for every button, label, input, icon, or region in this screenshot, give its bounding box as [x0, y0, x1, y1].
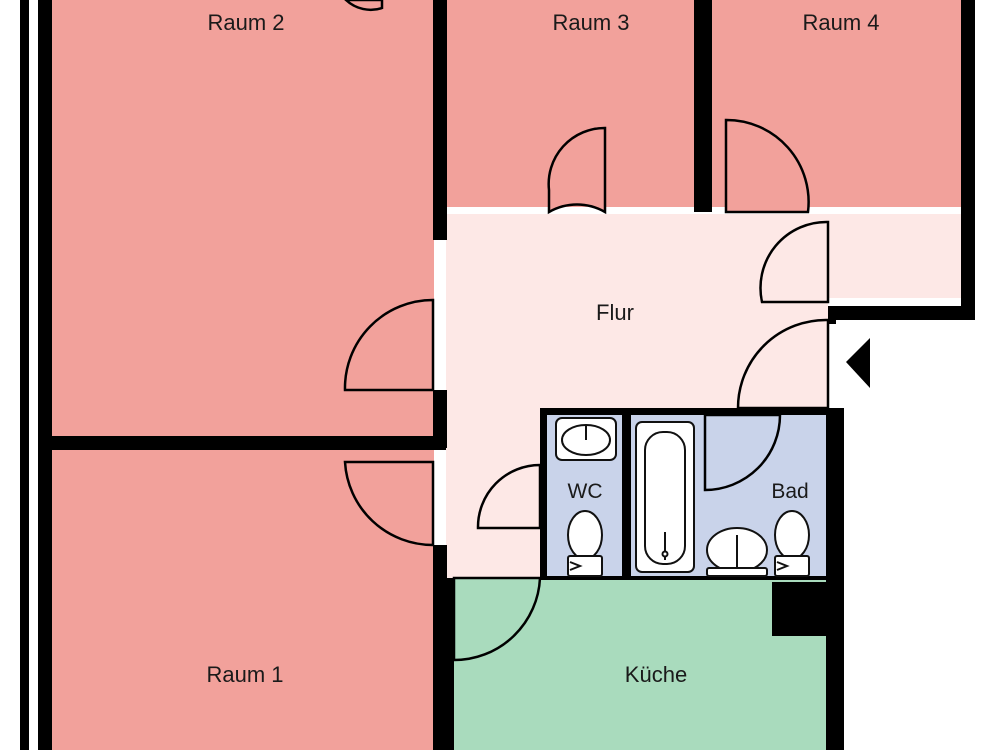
wall-wc-bad [622, 408, 631, 580]
shaft-block [772, 582, 828, 636]
wall-raum4-east [961, 0, 975, 320]
wall-raum2-raum1 [52, 436, 446, 450]
doors [343, 0, 830, 662]
door-raum1 [343, 460, 435, 547]
wall-wet-west [540, 408, 547, 580]
west-exterior-wall [20, 0, 52, 750]
wall-flur-east-top [828, 306, 975, 320]
entrance-arrow-icon [846, 338, 870, 388]
door-raum4 [724, 118, 810, 214]
door-raum3 [547, 126, 607, 215]
wall-wet-top [540, 408, 844, 415]
label-wc: WC [568, 480, 603, 503]
wall-corridor-west-mid [433, 390, 447, 448]
door-raum2 [343, 298, 435, 392]
label-flur: Flur [596, 300, 634, 325]
door-kueche [452, 576, 542, 662]
door-bad [703, 413, 782, 492]
wc-toilet-icon [567, 510, 603, 577]
bathtub-icon [635, 421, 695, 573]
label-raum3: Raum 3 [552, 10, 629, 35]
fixtures [555, 417, 810, 577]
door-entrance [759, 220, 830, 304]
wall-wet-bottom [540, 576, 844, 580]
label-raum4: Raum 4 [802, 10, 879, 35]
door-raum2-top [344, 0, 384, 12]
bad-toilet-icon [774, 510, 810, 577]
walls [52, 0, 975, 750]
label-raum2: Raum 2 [207, 10, 284, 35]
wc-washbasin-icon [555, 417, 617, 461]
label-bad: Bad [771, 480, 808, 503]
wall-corridor-west-lower [433, 545, 447, 750]
label-kueche: Küche [625, 662, 687, 687]
wall-entrance-jamb [828, 306, 836, 324]
wall-corridor-west-upper [433, 0, 447, 240]
wall-kueche-west [447, 578, 454, 750]
bad-washbasin-icon [706, 527, 768, 577]
door-corridor-east [736, 318, 830, 410]
label-raum1: Raum 1 [206, 662, 283, 687]
door-wc [476, 463, 542, 530]
room-flur-fill [446, 214, 961, 578]
wall-raum3-raum4 [694, 0, 712, 212]
